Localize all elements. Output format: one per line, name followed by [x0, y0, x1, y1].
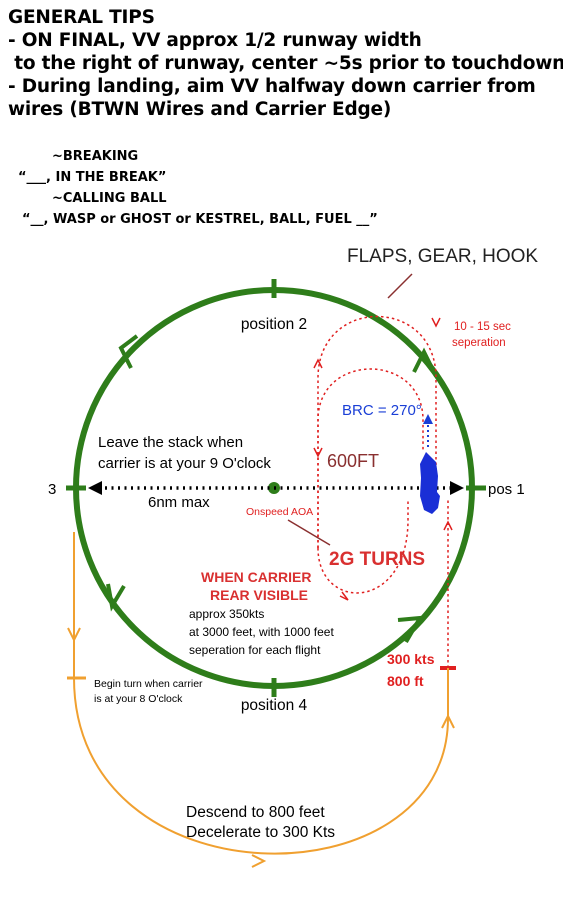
- stack-info-label-1: approx 350kts: [189, 607, 264, 621]
- radio-calls: ~BREAKING “___, IN THE BREAK” ~CALLING B…: [18, 146, 378, 230]
- orange-arrow-up: [441, 713, 455, 729]
- descent-pattern: [73, 532, 449, 855]
- speed-300-label: 300 kts: [387, 651, 435, 667]
- break-pattern-inner: [317, 368, 424, 548]
- ball-call: “__, WASP or GHOST or KESTREL, BALL, FUE…: [22, 212, 378, 227]
- brc-label: BRC = 270°: [342, 402, 422, 419]
- tip-line-1: - ON FINAL, VV approx 1/2 runway width: [8, 30, 422, 51]
- tips-title: GENERAL TIPS: [8, 7, 155, 28]
- descend-label-2: Decelerate to 300 Kts: [186, 824, 335, 841]
- carrier-rear-label-2: REAR VISIBLE: [210, 587, 308, 603]
- orange-arrow-right: [251, 854, 267, 868]
- ball-header: ~CALLING BALL: [52, 191, 167, 206]
- separation-label-1: 10 - 15 sec: [454, 321, 511, 333]
- two-g-turns-label: 2G TURNS: [329, 549, 425, 570]
- red-arrow-2: [431, 317, 441, 328]
- flaps-gear-hook-label: FLAPS, GEAR, HOOK: [347, 246, 538, 267]
- leave-stack-label-2: carrier is at your 9 O'clock: [98, 455, 271, 472]
- orange-arrow-down: [67, 627, 81, 643]
- onspeed-aoa-label: Onspeed AOA: [246, 506, 313, 518]
- general-tips: GENERAL TIPS - ON FINAL, VV approx 1/2 r…: [8, 6, 563, 121]
- breaking-call: “___, IN THE BREAK”: [18, 170, 167, 185]
- position-1-label: pos 1: [488, 481, 525, 498]
- stack-info-label-2: at 3000 feet, with 1000 feet: [189, 625, 334, 639]
- carrier-ship-icon: [420, 452, 440, 514]
- altitude-600-label: 600FT: [327, 451, 379, 471]
- circle-direction-arrow-nw: [118, 334, 139, 369]
- red-arrow-4: [443, 520, 453, 531]
- red-arrow-3: [313, 447, 323, 458]
- final-turn-path: [317, 500, 409, 594]
- stack-info-label-3: seperation for each flight: [189, 643, 321, 657]
- begin-turn-label-1: Begin turn when carrier: [94, 678, 203, 690]
- begin-turn-label-2: is at your 8 O'clock: [94, 693, 183, 705]
- distance-arrow-right: [450, 481, 464, 495]
- tip-line-3: - During landing, aim VV halfway down ca…: [8, 76, 536, 97]
- brc-arrow-icon: [423, 414, 433, 424]
- red-arrow-1: [313, 358, 323, 369]
- leave-stack-label-1: Leave the stack when: [98, 434, 243, 451]
- breaking-header: ~BREAKING: [52, 149, 139, 164]
- tip-line-2: to the right of runway, center ~5s prior…: [8, 53, 563, 74]
- distance-arrow-left: [88, 481, 102, 495]
- red-arrow-5: [339, 591, 349, 601]
- tip-line-4: wires (BTWN Wires and Carrier Edge): [8, 99, 392, 120]
- separation-label-2: seperation: [452, 337, 506, 349]
- max-distance-label: 6nm max: [148, 494, 210, 511]
- descend-label-1: Descend to 800 feet: [186, 804, 325, 821]
- circle-direction-arrow-se: [397, 615, 424, 644]
- circle-direction-arrow-sw: [106, 583, 126, 612]
- break-pattern-outer: [317, 315, 437, 548]
- position-4-label: position 4: [241, 697, 308, 714]
- flaps-pointer: [387, 273, 413, 299]
- carrier-rear-label-1: WHEN CARRIER: [201, 569, 311, 585]
- position-3-label: 3: [48, 481, 56, 498]
- circle-direction-arrow-ne: [412, 347, 438, 377]
- aoa-pointer: [287, 519, 331, 546]
- alt-800-label: 800 ft: [387, 673, 424, 689]
- position-2-label: position 2: [241, 316, 307, 333]
